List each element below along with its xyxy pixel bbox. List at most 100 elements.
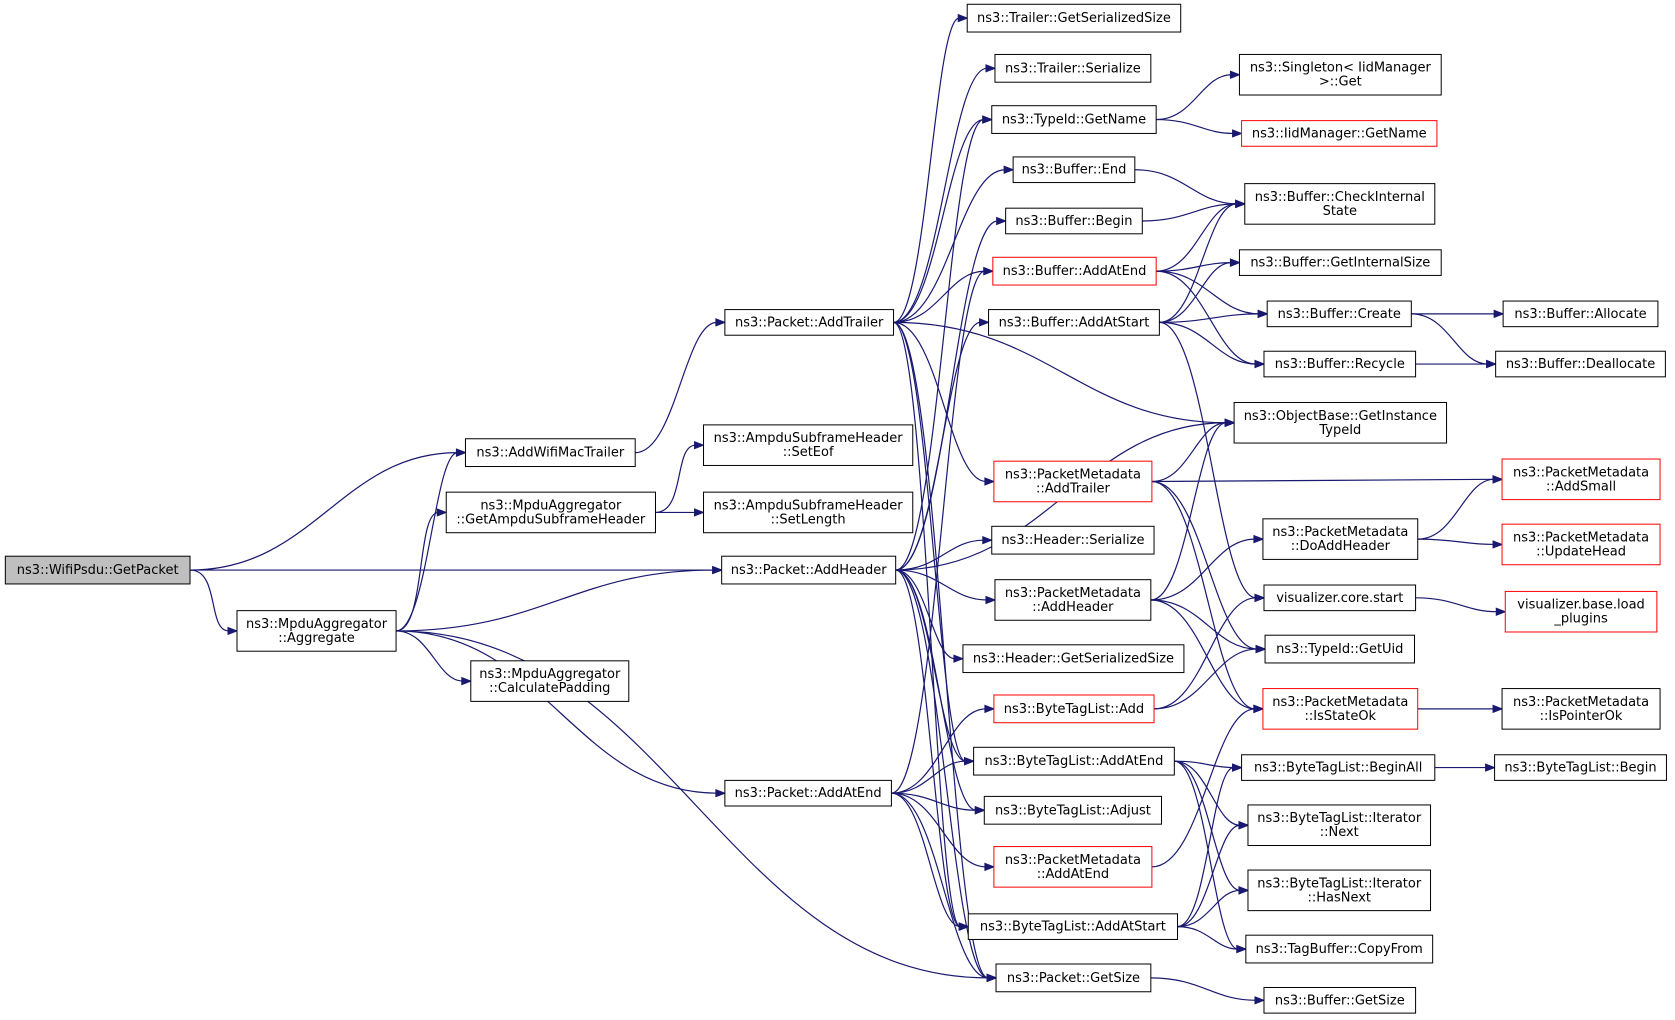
node-n6[interactable]: ns3::AmpduSubframeHeader::SetEof [703, 424, 914, 466]
node-box [983, 795, 1163, 825]
node-box [993, 694, 1155, 724]
node-n43[interactable]: ns3::Buffer::Allocate [1502, 300, 1659, 328]
edge-arrowhead [694, 440, 705, 450]
node-box [1263, 986, 1417, 1014]
edge-n17-n45 [1151, 478, 1495, 483]
edge-arrowhead [1235, 199, 1247, 209]
edge-n3-n9 [396, 630, 717, 794]
node-n31[interactable]: ns3::Buffer::Create [1266, 300, 1412, 328]
edge-n2-n6 [655, 444, 696, 514]
node-label: ns3::ByteTagList::Begin [1504, 761, 1656, 776]
node-label: ns3::PacketMetadata [1513, 695, 1649, 710]
edge-n19-n34 [1150, 538, 1255, 601]
node-box [1233, 401, 1448, 444]
edge-n9-n22 [891, 760, 966, 794]
node-box [994, 579, 1152, 621]
node-n10[interactable]: ns3::Trailer::GetSerializedSize [966, 3, 1182, 33]
edge-n21-n36 [1154, 648, 1258, 710]
node-box [1495, 350, 1666, 378]
node-label: ::Next [1320, 825, 1359, 840]
node-label: ::AddSmall [1546, 479, 1616, 494]
node-n48[interactable]: ns3::PacketMetadata::IsPointerOk [1501, 688, 1661, 730]
node-n19[interactable]: ns3::PacketMetadata::AddHeader [994, 579, 1152, 621]
node-n1[interactable]: ns3::AddWifiMacTrailer [464, 438, 636, 468]
node-n39[interactable]: ns3::ByteTagList::Iterator::Next [1247, 804, 1432, 847]
edge-n12-n27 [1156, 74, 1232, 121]
edge-n35-n47 [1415, 597, 1498, 613]
node-box [962, 644, 1185, 674]
edge-n9-n26 [891, 792, 989, 979]
edge-n8-n16 [895, 321, 981, 571]
edge-n5-n33 [893, 321, 1227, 424]
edge-n3-n1 [395, 452, 458, 632]
node-n42[interactable]: ns3::Buffer::GetSize [1263, 986, 1417, 1014]
node-n47[interactable]: visualizer.base.load_plugins [1504, 590, 1658, 633]
node-n24[interactable]: ns3::PacketMetadata::AddAtEnd [993, 846, 1153, 888]
node-n49[interactable]: ns3::ByteTagList::Begin [1494, 754, 1667, 781]
node-label: ::AddHeader [1032, 600, 1114, 615]
node-n32[interactable]: ns3::Buffer::Recycle [1263, 350, 1417, 378]
edge-arrowhead [1492, 704, 1504, 714]
edge-arrowhead [985, 595, 997, 605]
node-n41[interactable]: ns3::TagBuffer::CopyFrom [1245, 934, 1434, 964]
node-n28[interactable]: ns3::IidManager::GetName [1241, 120, 1438, 147]
node-n35[interactable]: visualizer.core.start [1263, 584, 1417, 612]
node-label: ns3::ByteTagList::AddAtEnd [985, 754, 1164, 769]
node-label: ns3::Buffer::AddAtEnd [1003, 264, 1147, 279]
node-box [1263, 350, 1417, 378]
node-label: ns3::TypeId::GetUid [1276, 642, 1403, 657]
node-label: _plugins [1553, 612, 1608, 627]
edge-n21-n35 [1154, 597, 1256, 710]
edge-arrowhead [1254, 996, 1266, 1005]
node-n4[interactable]: ns3::MpduAggregator::CalculatePadding [470, 660, 630, 702]
node-n46[interactable]: ns3::PacketMetadata::UpdateHead [1501, 523, 1661, 566]
edge-arrowhead [1486, 359, 1498, 369]
node-n40[interactable]: ns3::ByteTagList::Iterator::HasNext [1247, 869, 1432, 912]
node-n44[interactable]: ns3::Buffer::Deallocate [1495, 350, 1666, 378]
edge-arrowhead [964, 756, 975, 766]
node-label: ns3::Buffer::AddAtStart [999, 315, 1150, 330]
node-n16[interactable]: ns3::Buffer::AddAtStart [988, 309, 1160, 336]
node-box [995, 963, 1152, 993]
node-n30[interactable]: ns3::Buffer::GetInternalSize [1238, 249, 1442, 276]
node-label: ns3::PacketMetadata [1005, 586, 1141, 601]
node-n7[interactable]: ns3::AmpduSubframeHeader::SetLength [703, 491, 914, 534]
node-n15[interactable]: ns3::Buffer::AddAtEnd [992, 256, 1157, 286]
node-n2[interactable]: ns3::MpduAggregator::GetAmpduSubframeHea… [445, 491, 656, 534]
node-n21[interactable]: ns3::ByteTagList::Add [993, 694, 1155, 724]
node-n45[interactable]: ns3::PacketMetadata::AddSmall [1501, 458, 1661, 501]
node-n13[interactable]: ns3::Buffer::End [1012, 156, 1136, 184]
node-box [1263, 584, 1417, 612]
edge-arrowhead [979, 318, 990, 327]
node-label: ns3::TypeId::GetName [1002, 113, 1146, 128]
edge-arrowhead [985, 64, 997, 73]
node-n36[interactable]: ns3::TypeId::GetUid [1264, 634, 1416, 664]
node-box [1244, 183, 1436, 225]
node-n23[interactable]: ns3::ByteTagList::Adjust [983, 795, 1163, 825]
node-n17[interactable]: ns3::PacketMetadata::AddTrailer [993, 460, 1153, 503]
edge-n8-n12 [895, 118, 984, 571]
edge-n3-n4 [396, 630, 463, 682]
node-n34[interactable]: ns3::PacketMetadata::DoAddHeader [1262, 518, 1419, 560]
node-n12[interactable]: ns3::TypeId::GetName [991, 105, 1157, 134]
node-n26[interactable]: ns3::Packet::GetSize [995, 963, 1152, 993]
node-n0[interactable]: ns3::WifiPsdu::GetPacket [4, 555, 191, 585]
node-label: ::UpdateHead [1536, 544, 1626, 559]
node-n38[interactable]: ns3::ByteTagList::BeginAll [1241, 754, 1436, 781]
node-n9[interactable]: ns3::Packet::AddAtEnd [724, 779, 892, 807]
node-n14[interactable]: ns3::Buffer::Begin [1005, 207, 1143, 235]
node-n3[interactable]: ns3::MpduAggregator::Aggregate [236, 610, 397, 652]
node-n18[interactable]: ns3::Header::Serialize [991, 525, 1155, 555]
node-n25[interactable]: ns3::ByteTagList::AddAtStart [967, 913, 1179, 940]
node-n8[interactable]: ns3::Packet::AddHeader [721, 555, 897, 585]
edge-n9-n21 [891, 708, 986, 794]
node-n20[interactable]: ns3::Header::GetSerializedSize [962, 644, 1185, 674]
node-n11[interactable]: ns3::Trailer::Serialize [994, 53, 1152, 83]
node-n37[interactable]: ns3::PacketMetadata::IsStateOk [1262, 688, 1419, 730]
node-n27[interactable]: ns3::Singleton< IidManager >::Get [1238, 53, 1442, 96]
node-n22[interactable]: ns3::ByteTagList::AddAtEnd [973, 746, 1175, 776]
node-box [1005, 207, 1143, 235]
node-n5[interactable]: ns3::Packet::AddTrailer [724, 309, 895, 336]
